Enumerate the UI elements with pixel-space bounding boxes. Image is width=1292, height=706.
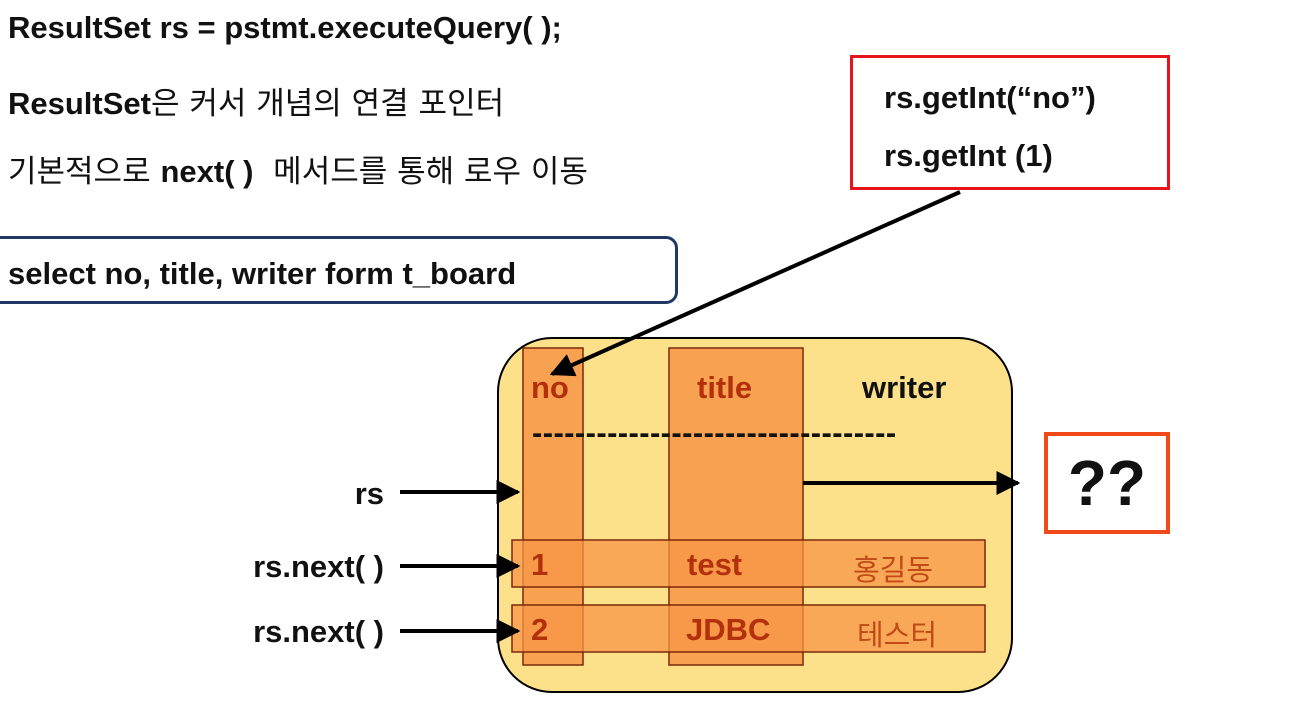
row-2-writer: 테스터 bbox=[857, 618, 938, 652]
rs-next-label-2: rs.next( ) bbox=[253, 614, 384, 649]
next-description: 기본적으로 next( ) 메서드를 통해 로우 이동 bbox=[8, 146, 588, 191]
sql-query-box bbox=[0, 236, 678, 304]
resultset-description: ResultSet은 커서 개념의 연결 포인터 bbox=[8, 78, 504, 123]
rs-next-label-1: rs.next( ) bbox=[253, 549, 384, 584]
code-line-execute-query: ResultSet rs = pstmt.executeQuery( ); bbox=[8, 10, 562, 45]
header-divider: ---------------------------------- bbox=[532, 415, 897, 450]
sql-query-text: select no, title, writer form t_board bbox=[8, 256, 517, 291]
getint-by-index: rs.getInt (1) bbox=[884, 138, 1053, 173]
unknown-box bbox=[1044, 432, 1170, 534]
resultset-description-text: 은 커서 개념의 연결 포인터 bbox=[150, 86, 505, 122]
row-2-no: 2 bbox=[531, 612, 549, 647]
unknown-text: ?? bbox=[1067, 447, 1147, 519]
next-description-text: 메서드를 통해 로우 이동 bbox=[253, 154, 588, 190]
getint-by-name: rs.getInt(“no”) bbox=[884, 80, 1096, 115]
resultset-keyword: ResultSet bbox=[8, 86, 151, 121]
header-writer: writer bbox=[862, 370, 947, 405]
getint-arrow bbox=[549, 190, 961, 377]
row-1-writer: 홍길동 bbox=[853, 553, 934, 587]
row-1-highlight bbox=[511, 539, 986, 588]
next-keyword: next( ) bbox=[160, 154, 254, 189]
row-2-title: JDBC bbox=[686, 612, 771, 647]
row-2-highlight bbox=[511, 604, 986, 653]
header-title: title bbox=[697, 370, 753, 405]
header-no: no bbox=[531, 370, 569, 405]
rs-label: rs bbox=[354, 476, 384, 511]
row-1-no: 1 bbox=[531, 547, 549, 582]
next-description-prefix: 기본적으로 bbox=[8, 154, 161, 190]
row-1-title: test bbox=[687, 547, 743, 582]
getint-callout-box bbox=[850, 55, 1170, 190]
